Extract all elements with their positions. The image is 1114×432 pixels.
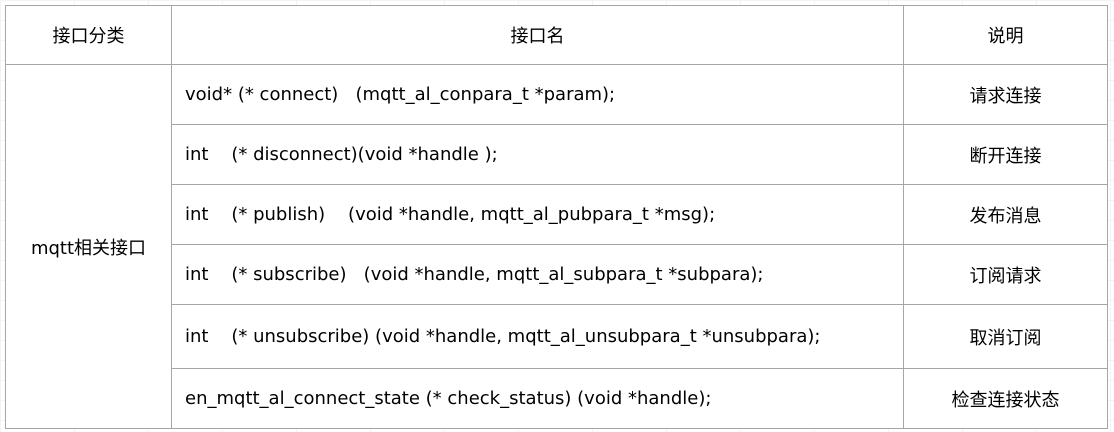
interface-signature: int (* subscribe) (void *handle, mqtt_al… [171,244,904,305]
table-row: int (* subscribe) (void *handle, mqtt_al… [6,244,1108,305]
interface-description: 订阅请求 [903,244,1108,305]
interface-description: 检查连接状态 [903,368,1108,429]
interface-description: 断开连接 [903,124,1108,185]
interface-signature: int (* unsubscribe) (void *handle, mqtt_… [171,304,904,369]
api-table: 接口分类 接口名 说明 mqtt相关接口 void* (* connect) (… [5,5,1108,429]
table-row: int (* unsubscribe) (void *handle, mqtt_… [6,304,1108,369]
interface-description: 取消订阅 [903,304,1108,369]
header-category: 接口分类 [5,5,172,65]
interface-description: 发布消息 [903,184,1108,245]
interface-description: 请求连接 [903,64,1108,125]
category-cell: mqtt相关接口 [5,64,172,429]
header-interface-name: 接口名 [171,5,904,65]
interface-signature: en_mqtt_al_connect_state (* check_status… [171,368,904,429]
table-row: int (* publish) (void *handle, mqtt_al_p… [6,184,1108,245]
table-header-row: 接口分类 接口名 说明 [5,5,1108,65]
interface-signature: void* (* connect) (mqtt_al_conpara_t *pa… [171,64,904,125]
table-row: en_mqtt_al_connect_state (* check_status… [6,368,1108,429]
table-row: mqtt相关接口 void* (* connect) (mqtt_al_conp… [5,64,1108,429]
table-row: int (* disconnect)(void *handle ); 断开连接 [6,124,1108,185]
interface-signature: int (* publish) (void *handle, mqtt_al_p… [171,184,904,245]
header-description: 说明 [903,5,1108,65]
interface-signature: int (* disconnect)(void *handle ); [171,124,904,185]
